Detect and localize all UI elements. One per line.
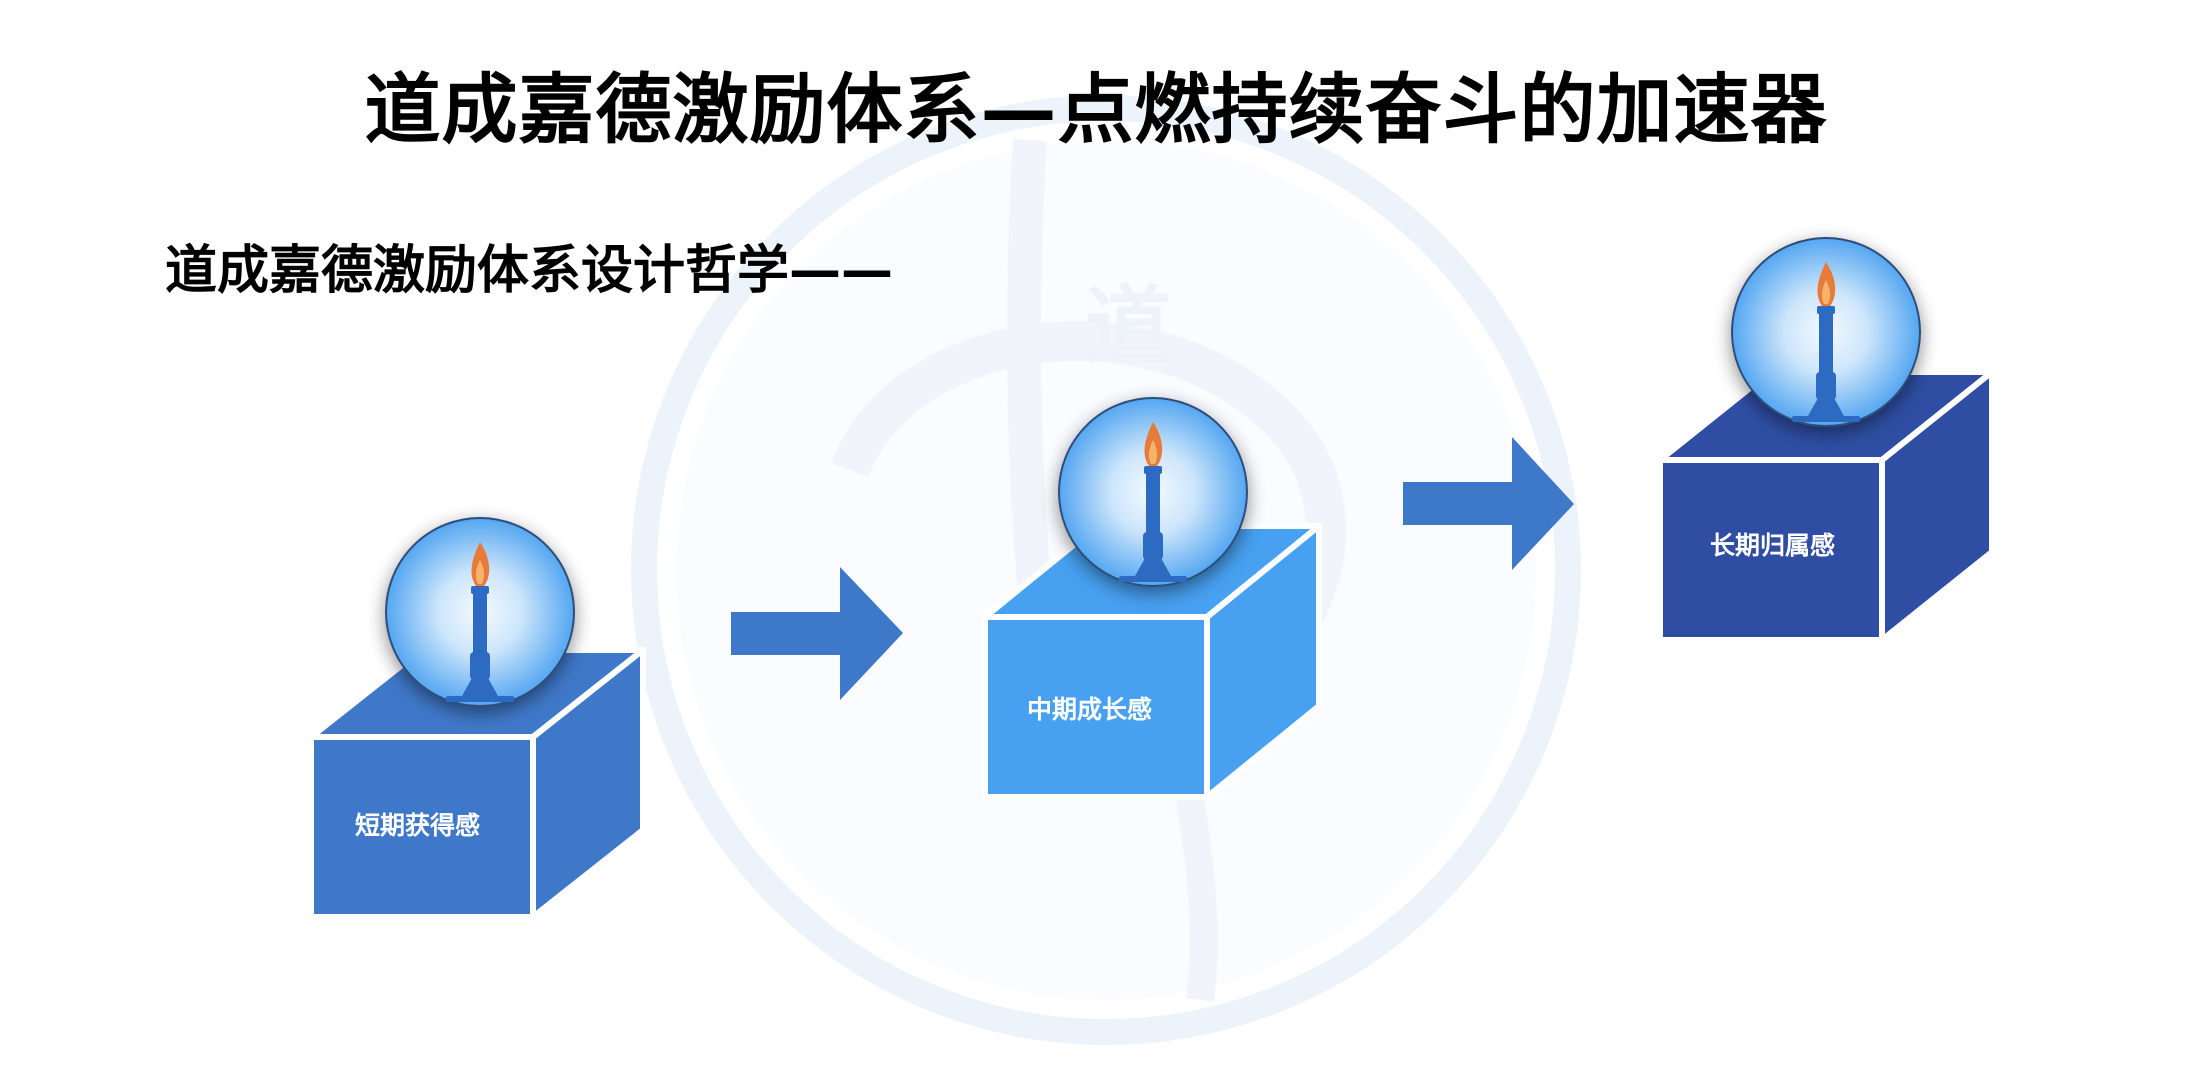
stage-1-label: 短期获得感 (355, 811, 481, 840)
arrow-right-icon (731, 567, 903, 700)
stage-2-label: 中期成长感 (1027, 695, 1153, 724)
stage-3-label: 长期归属感 (1710, 531, 1836, 560)
page-title: 道成嘉德激励体系—点燃持续奋斗的加速器 (364, 65, 1828, 154)
stage-2-cube (982, 523, 1322, 800)
arrow-right-icon (1403, 437, 1574, 570)
section-subtitle: 道成嘉德激励体系设计哲学—— (165, 241, 894, 301)
stage-1-cube (308, 647, 646, 920)
